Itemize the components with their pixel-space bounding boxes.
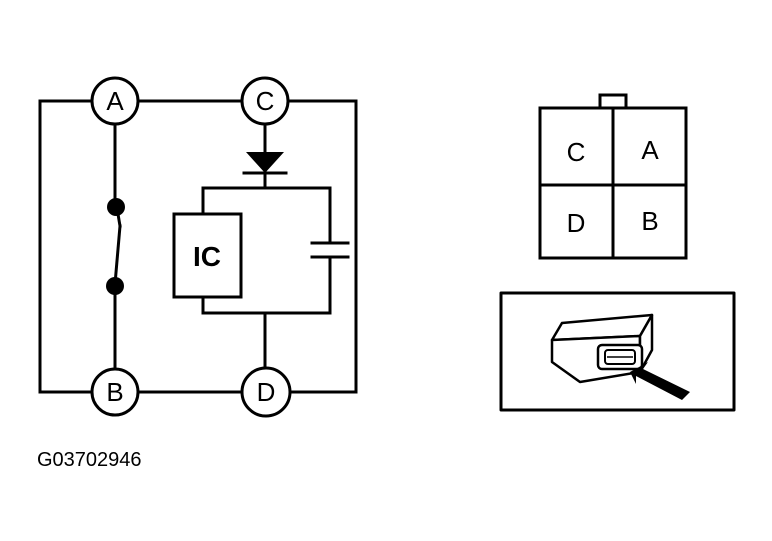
pin-b-label: B — [641, 206, 658, 236]
ic-label: IC — [193, 241, 221, 272]
switch-contact-lower — [106, 277, 124, 295]
arrow-icon — [630, 362, 690, 400]
pin-d-label: D — [567, 208, 586, 238]
node-d-label: D — [257, 377, 276, 407]
node-c-label: C — [256, 86, 275, 116]
relay-location-inset — [499, 291, 736, 412]
switch-contact-upper — [107, 198, 125, 216]
switch-lever — [113, 224, 122, 286]
ic-box — [172, 212, 243, 299]
connector-face — [538, 93, 688, 260]
node-c-circle — [240, 76, 290, 126]
node-d-circle — [240, 366, 292, 418]
diode-icon — [246, 152, 284, 173]
node-a-circle — [90, 76, 140, 126]
node-b-label: B — [106, 377, 123, 407]
figure-id: G03702946 — [37, 449, 142, 471]
node-b-circle — [90, 367, 140, 417]
pin-a-label: A — [641, 135, 659, 165]
inset-frame — [499, 291, 736, 412]
connector-latch — [598, 93, 628, 110]
pin-c-label: C — [567, 137, 586, 167]
node-a-label: A — [106, 86, 124, 116]
